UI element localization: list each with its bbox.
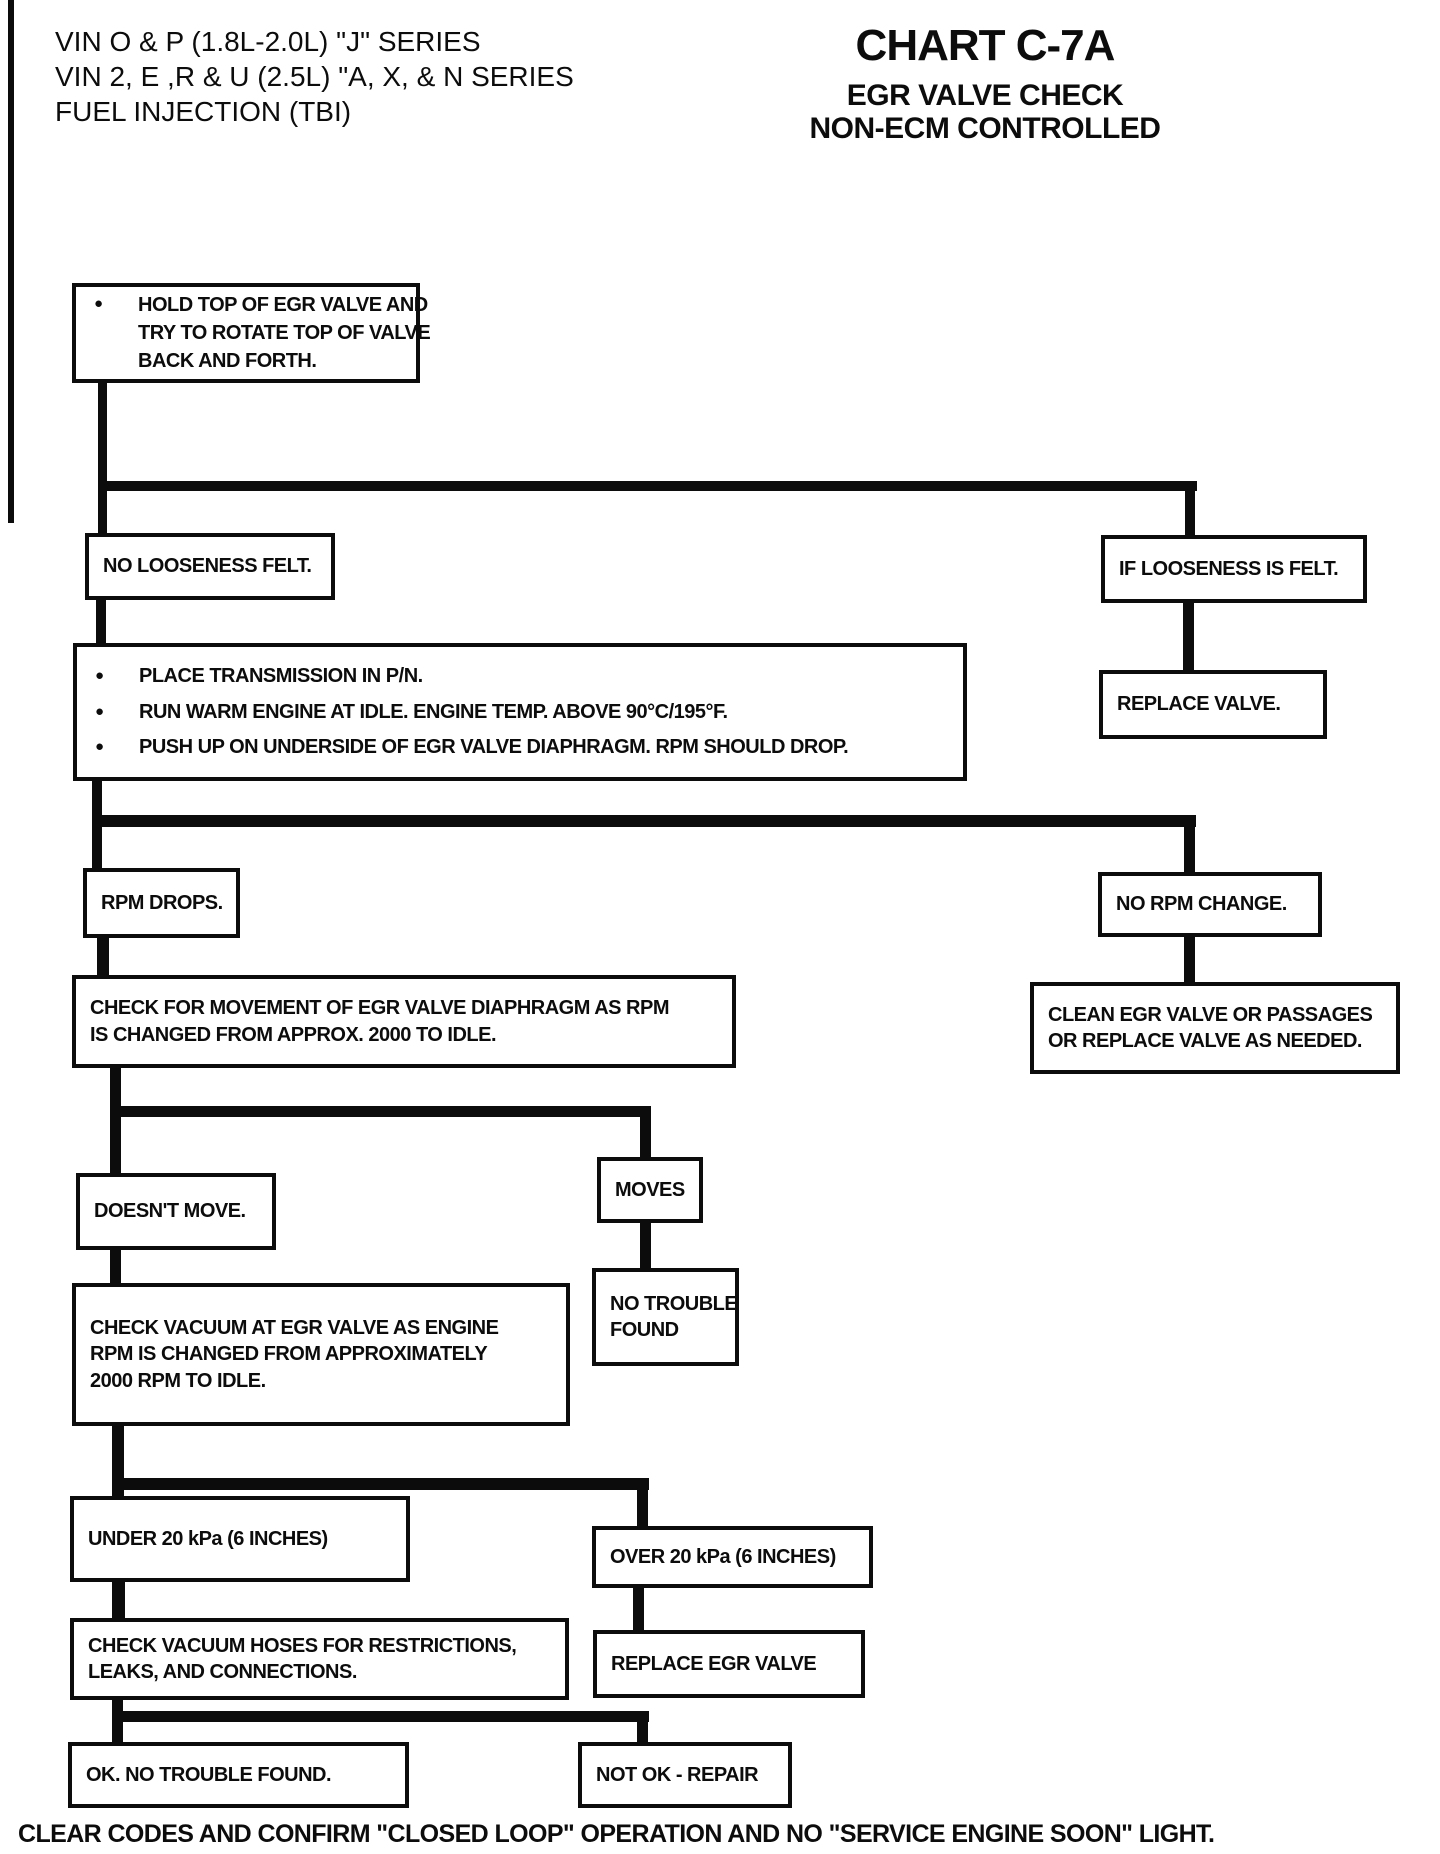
node-text-line: BACK AND FORTH. xyxy=(138,350,317,372)
vin-series-line: VIN 2, E ,R & U (2.5L) "A, X, & N SERIES xyxy=(55,61,574,92)
connector xyxy=(1183,601,1194,672)
node-text-line: RPM IS CHANGED FROM APPROXIMATELY xyxy=(90,1343,488,1366)
node-check-vacuum-hoses: CHECK VACUUM HOSES FOR RESTRICTIONS, LEA… xyxy=(70,1618,569,1700)
bullet-icon: ● xyxy=(95,738,104,756)
node-text-line: FOUND xyxy=(610,1319,679,1341)
connector xyxy=(97,936,109,977)
node-over-20-kpa: OVER 20 kPa (6 INCHES) xyxy=(592,1526,873,1588)
connector xyxy=(112,1580,125,1620)
connector xyxy=(1185,481,1195,537)
node-label: UNDER 20 kPa (6 INCHES) xyxy=(88,1527,328,1550)
node-text-line: 2000 RPM TO IDLE. xyxy=(90,1369,266,1392)
node-text-line: CHECK VACUUM HOSES FOR RESTRICTIONS, xyxy=(88,1634,517,1657)
node-not-ok-repair: NOT OK - REPAIR xyxy=(578,1742,792,1808)
node-text-line: CHECK FOR MOVEMENT OF EGR VALVE DIAPHRAG… xyxy=(90,997,669,1020)
node-run-engine-checks: ● PLACE TRANSMISSION IN P/N. ● RUN WARM … xyxy=(73,643,967,781)
node-label: RPM DROPS. xyxy=(101,891,223,914)
chart-title-block: CHART C-7A EGR VALVE CHECK NON-ECM CONTR… xyxy=(780,21,1190,146)
fuel-injection-line: FUEL INJECTION (TBI) xyxy=(55,96,352,127)
node-text-line: OR REPLACE VALVE AS NEEDED. xyxy=(1048,1030,1362,1052)
connector xyxy=(92,815,1196,827)
footer-instruction: CLEAR CODES AND CONFIRM "CLOSED LOOP" OP… xyxy=(18,1820,1215,1848)
node-check-vacuum-at-egr-valve: CHECK VACUUM AT EGR VALVE AS ENGINE RPM … xyxy=(72,1283,570,1426)
node-doesnt-move: DOESN'T MOVE. xyxy=(76,1173,276,1250)
connector xyxy=(637,1711,648,1744)
node-label: REPLACE EGR VALVE xyxy=(611,1652,817,1675)
node-if-looseness-is-felt: IF LOOSENESS IS FELT. xyxy=(1101,535,1367,603)
node-label: DOESN'T MOVE. xyxy=(94,1200,246,1223)
connector xyxy=(110,1066,121,1175)
vin-series-line: VIN O & P (1.8L-2.0L) "J" SERIES xyxy=(55,26,481,57)
connector xyxy=(96,598,106,645)
node-text-line: RUN WARM ENGINE AT IDLE. ENGINE TEMP. AB… xyxy=(139,700,728,723)
node-check-diaphragm-movement: CHECK FOR MOVEMENT OF EGR VALVE DIAPHRAG… xyxy=(72,975,736,1068)
node-no-trouble-found: NO TROUBLE FOUND xyxy=(592,1268,739,1366)
node-label: OK. NO TROUBLE FOUND. xyxy=(86,1763,332,1786)
node-label: OVER 20 kPa (6 INCHES) xyxy=(610,1545,836,1568)
node-ok-no-trouble-found: OK. NO TROUBLE FOUND. xyxy=(68,1742,409,1808)
node-no-rpm-change: NO RPM CHANGE. xyxy=(1098,872,1322,937)
chart-subtitle: EGR VALVE CHECK xyxy=(846,79,1124,112)
node-rpm-drops: RPM DROPS. xyxy=(83,868,240,938)
node-no-looseness-felt: NO LOOSENESS FELT. xyxy=(85,533,335,600)
node-replace-egr-valve: REPLACE EGR VALVE xyxy=(593,1630,865,1698)
bullet-icon: ● xyxy=(95,667,104,685)
node-text-line: NO TROUBLE xyxy=(610,1292,738,1315)
node-text-line: IS CHANGED FROM APPROX. 2000 TO IDLE. xyxy=(90,1023,497,1046)
node-label: MOVES xyxy=(615,1178,685,1201)
connector xyxy=(637,1478,648,1530)
node-replace-valve: REPLACE VALVE. xyxy=(1099,670,1327,739)
connector xyxy=(110,1106,651,1117)
node-clean-egr-valve: CLEAN EGR VALVE OR PASSAGES OR REPLACE V… xyxy=(1030,982,1400,1074)
node-label: NO RPM CHANGE. xyxy=(1116,893,1287,916)
node-label: NOT OK - REPAIR xyxy=(596,1763,759,1786)
node-text-line: CHECK VACUUM AT EGR VALVE AS ENGINE xyxy=(90,1316,499,1339)
node-label: NO LOOSENESS FELT. xyxy=(103,555,312,578)
connector xyxy=(1184,815,1195,874)
node-text-line: LEAKS, AND CONNECTIONS. xyxy=(88,1661,357,1683)
node-moves: MOVES xyxy=(597,1157,703,1223)
page-margin-rule xyxy=(8,0,14,523)
connector xyxy=(110,1248,121,1285)
connector xyxy=(112,1711,649,1722)
node-text-line: TRY TO ROTATE TOP OF VALVE xyxy=(138,322,431,344)
connector xyxy=(112,1478,649,1490)
node-text-line: HOLD TOP OF EGR VALVE AND xyxy=(138,294,428,316)
node-text-line: PUSH UP ON UNDERSIDE OF EGR VALVE DIAPHR… xyxy=(139,736,849,759)
bullet-icon: ● xyxy=(94,295,103,312)
node-under-20-kpa: UNDER 20 kPa (6 INCHES) xyxy=(70,1496,410,1582)
node-label: REPLACE VALVE. xyxy=(1117,693,1281,716)
bullet-icon: ● xyxy=(95,702,104,720)
connector xyxy=(633,1586,644,1632)
chart-subtitle: NON-ECM CONTROLLED xyxy=(809,112,1161,145)
connector xyxy=(98,481,1197,491)
node-text-line: CLEAN EGR VALVE OR PASSAGES xyxy=(1048,1003,1373,1026)
chart-title: CHART C-7A xyxy=(855,21,1116,70)
connector xyxy=(1184,935,1195,984)
vehicle-application-header: VIN O & P (1.8L-2.0L) "J" SERIES VIN 2, … xyxy=(55,24,574,129)
connector xyxy=(98,382,107,537)
connector xyxy=(640,1221,651,1270)
node-hold-top-of-egr-valve: ● HOLD TOP OF EGR VALVE AND TRY TO ROTAT… xyxy=(72,283,431,383)
node-label: IF LOOSENESS IS FELT. xyxy=(1119,557,1339,580)
node-text-line: PLACE TRANSMISSION IN P/N. xyxy=(139,665,423,688)
connector xyxy=(640,1106,651,1159)
